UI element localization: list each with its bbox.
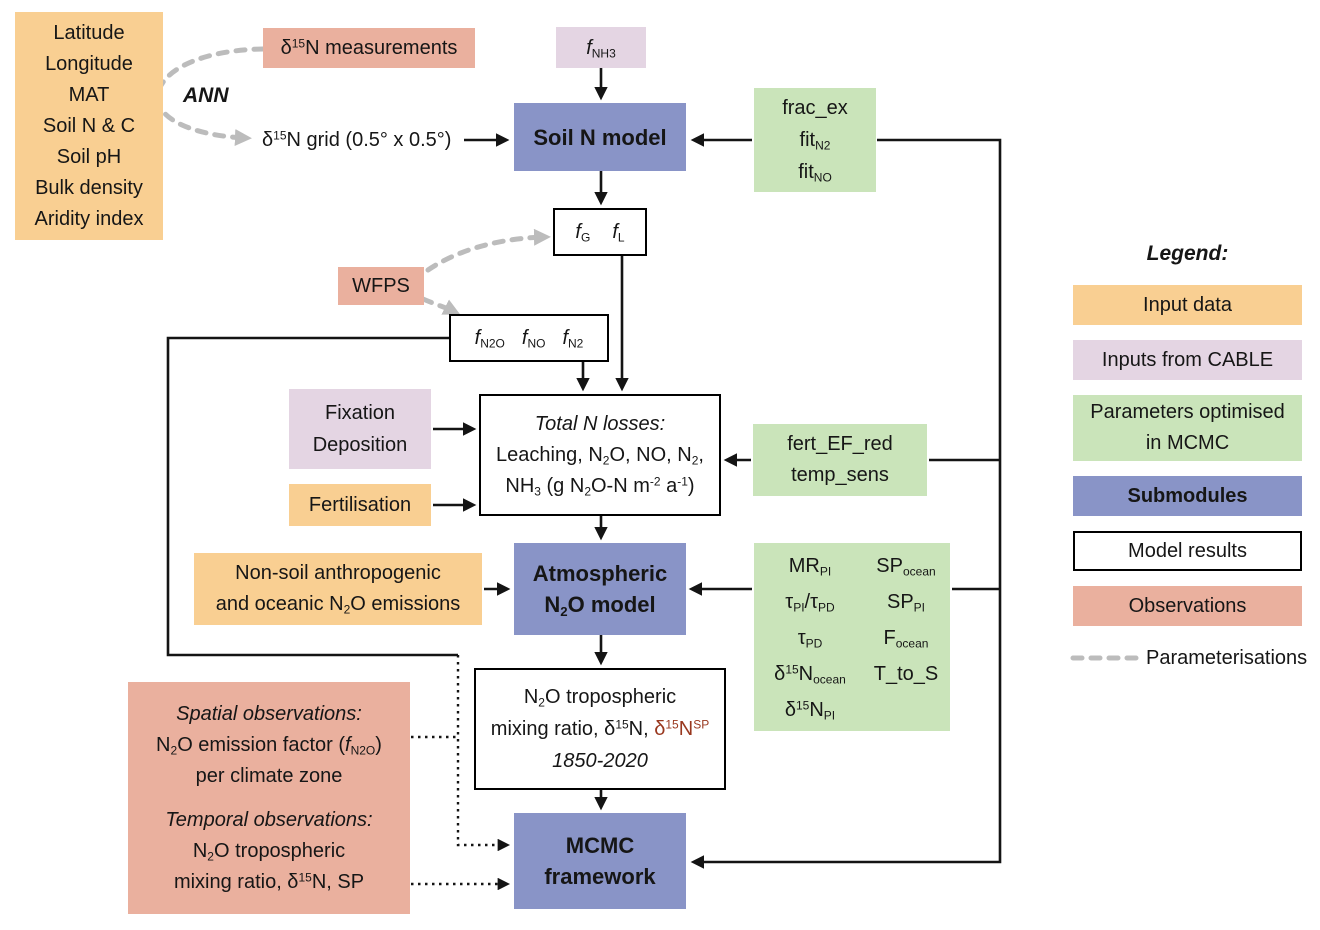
fixation-text: Fixation — [324, 402, 396, 424]
legend-submodules: Submodules — [1073, 476, 1302, 516]
loss-params-box: fert_EF_red temp_sens — [753, 424, 927, 496]
param-sp-ocean: SPocean — [876, 555, 936, 579]
dashed-wfps-to-fpartition — [420, 296, 461, 315]
atm-model-line1: Atmospheric — [532, 561, 668, 586]
f-nh3-text: fNH3 — [586, 36, 616, 61]
legend-title: Legend: — [1146, 242, 1229, 265]
legend-model-results: Model results — [1073, 531, 1302, 571]
param-tau-pi-pd: τPI/τPD — [785, 591, 835, 615]
legend-observations-label: Observations — [1128, 595, 1247, 617]
trop-line2: mixing ratio, δ15N, δ15NSP — [491, 713, 709, 745]
total-n-losses-title: Total N losses: — [534, 412, 666, 435]
fertilisation-box: Fertilisation — [289, 484, 431, 526]
trop-line3: 1850-2020 — [552, 750, 648, 772]
f-nh3-box: fNH3 — [556, 27, 646, 68]
atm-params-box: MRPI τPI/τPD τPD δ15Nocean δ15NPI SPocea… — [754, 543, 950, 731]
soil-params-box: frac_ex fitN2 fitNO — [754, 88, 876, 192]
dashed-wfps-to-fgl — [425, 228, 551, 273]
wfps-box: WFPS — [338, 267, 424, 305]
soil-n-model-box: Soil N model — [514, 103, 686, 171]
atm-model-line2: N2O model — [544, 592, 656, 619]
temporal-obs-line2: mixing ratio, δ15N, SP — [173, 869, 365, 893]
dotted-junction-to-mcmc — [456, 655, 511, 852]
param-d15n-pi: δ15NPI — [784, 698, 836, 723]
input-aridity-index: Aridity index — [34, 207, 144, 230]
non-soil-line2: and oceanic N2O emissions — [215, 593, 461, 617]
trop-mixing-ratio-box: N2O tropospheric mixing ratio, δ15N, δ15… — [474, 668, 726, 790]
spatial-obs-line1: N2O emission factor (fN2O) — [156, 733, 382, 758]
total-n-losses-line1: Leaching, N2O, NO, N2, — [496, 443, 704, 468]
mcmc-framework-box: MCMC framework — [514, 813, 686, 909]
trop-line2-black: mixing ratio, δ15N, — [490, 717, 655, 740]
param-fit-no: fitNO — [798, 161, 832, 185]
f-n2o-text: fN2O — [474, 327, 505, 351]
d15n-grid-label: δ15N grid (0.5° x 0.5°) — [262, 128, 452, 151]
legend-parameterisations-label: Parameterisations — [1146, 647, 1308, 669]
d15n-measurements-box: δ15N measurements — [263, 28, 475, 68]
legend-cable-label: Inputs from CABLE — [1101, 349, 1274, 371]
param-temp-sens: temp_sens — [791, 464, 889, 486]
f-partition-box: fN2O fNO fN2 — [449, 314, 609, 362]
legend-inputs-from-cable: Inputs from CABLE — [1073, 340, 1302, 380]
ann-label: ANN — [183, 84, 229, 107]
total-n-losses-line2: NH3 (g N2O-N m-2 a-1) — [505, 473, 695, 499]
fertilisation-text: Fertilisation — [308, 494, 412, 516]
soil-n-model-label: Soil N model — [533, 124, 667, 150]
line-fpartition-to-junction — [166, 336, 458, 657]
param-mr-pi: MRPI — [788, 555, 832, 579]
legend-submodules-label: Submodules — [1127, 485, 1248, 507]
atm-params-col1: MRPI τPI/τPD τPD δ15Nocean δ15NPI — [758, 548, 862, 728]
deposition-text: Deposition — [312, 434, 408, 456]
non-soil-line1: Non-soil anthropogenic — [235, 562, 441, 584]
atm-params-col2: SPocean SPPI Focean T_to_S — [866, 548, 946, 692]
temporal-observations-title: Temporal observations: — [165, 808, 373, 831]
input-longitude: Longitude — [45, 52, 133, 75]
param-d15n-ocean: δ15Nocean — [774, 662, 846, 687]
input-mat: MAT — [68, 83, 110, 106]
mcmc-line1: MCMC — [565, 833, 635, 858]
legend-input-data: Input data — [1073, 285, 1302, 325]
param-fit-n2: fitN2 — [799, 129, 831, 153]
total-n-losses-box: Total N losses: Leaching, N2O, NO, N2, N… — [479, 394, 721, 516]
param-tau-pd: τPD — [797, 627, 823, 651]
legend-params-optimised: Parameters optimised in MCMC — [1073, 395, 1302, 461]
param-t-to-s: T_to_S — [873, 663, 939, 685]
f-g-text: fG — [575, 221, 591, 245]
input-soil-ph: Soil pH — [56, 145, 122, 168]
param-f-ocean: Focean — [883, 627, 929, 651]
trop-line1: N2O tropospheric — [523, 686, 677, 710]
input-data-box: Latitude Longitude MAT Soil N & C Soil p… — [15, 12, 163, 240]
f-gas-leach-box: fG fL — [553, 208, 647, 256]
atmospheric-n2o-model-box: Atmospheric N2O model — [514, 543, 686, 635]
param-fert-ef-red: fert_EF_red — [787, 433, 893, 455]
spatial-observations-title: Spatial observations: — [176, 702, 362, 725]
legend-observations: Observations — [1073, 586, 1302, 626]
rail-params-to-mcmc — [690, 138, 1002, 869]
legend-model-results-label: Model results — [1128, 540, 1247, 562]
fixation-deposition-box: Fixation Deposition — [289, 389, 431, 469]
trop-line2-red: δ15NSP — [654, 717, 710, 740]
spatial-obs-line2: per climate zone — [195, 764, 343, 787]
f-l-text: fL — [612, 221, 625, 245]
input-latitude: Latitude — [53, 21, 125, 44]
non-soil-emissions-box: Non-soil anthropogenic and oceanic N2O e… — [194, 553, 482, 625]
f-n2-text: fN2 — [562, 327, 584, 351]
dashed-ann-parameterisation-curve — [155, 46, 266, 147]
legend-params-label: Parameters optimised in MCMC — [1090, 401, 1285, 454]
input-soil-n-c: Soil N & C — [42, 114, 136, 137]
param-sp-pi: SPPI — [886, 591, 926, 615]
input-bulk-density: Bulk density — [35, 176, 143, 199]
temporal-obs-line1: N2O tropospheric — [192, 839, 346, 864]
legend-input-data-label: Input data — [1143, 294, 1232, 316]
mcmc-line2: framework — [544, 864, 656, 889]
d15n-measurements-text: δ15N measurements — [280, 36, 458, 59]
f-no-text: fNO — [521, 327, 546, 351]
param-frac-ex: frac_ex — [782, 97, 848, 119]
observations-box: Spatial observations: N2O emission facto… — [128, 682, 410, 914]
wfps-text: WFPS — [352, 275, 410, 297]
